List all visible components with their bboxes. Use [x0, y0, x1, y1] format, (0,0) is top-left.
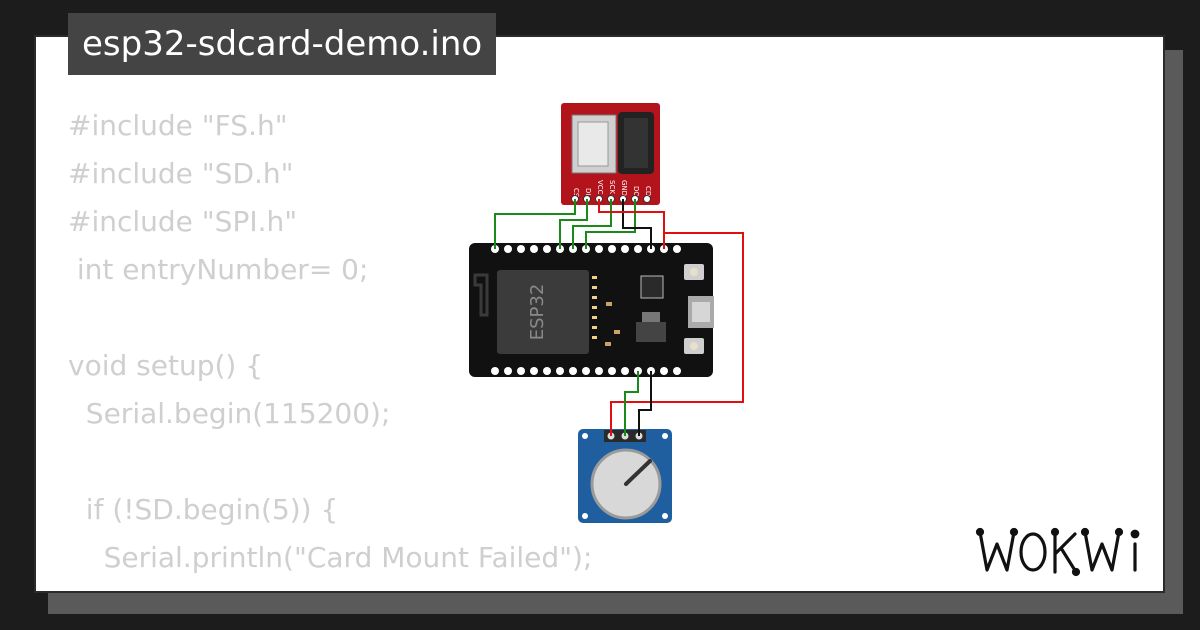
- code-preview: #include "FS.h" #include "SD.h" #include…: [68, 102, 628, 582]
- code-line: Serial.println("Card Mount Failed");: [68, 541, 593, 574]
- code-line: #include "SD.h": [68, 157, 294, 190]
- sd-pin-label: CS: [572, 188, 580, 198]
- code-line: #include "SPI.h": [68, 205, 298, 238]
- sd-pin-labels: CS DI VCC SCK GND DO CD: [572, 180, 652, 198]
- wokwi-logo-icon[interactable]: [975, 522, 1155, 582]
- sd-pin-label: VCC: [596, 180, 604, 195]
- potentiometer-module[interactable]: [578, 429, 672, 523]
- code-line: Serial.begin(115200);: [68, 397, 391, 430]
- wires: [494, 199, 744, 436]
- code-line: if (!SD.begin(5)) {: [68, 493, 339, 526]
- sd-pin-label: CD: [644, 186, 652, 196]
- sd-card-module[interactable]: CS DI VCC SCK GND DO CD: [561, 103, 660, 205]
- sd-pin-label: SCK: [608, 180, 616, 194]
- code-line: #include "FS.h": [68, 109, 288, 142]
- esp32-label: ESP32: [527, 284, 548, 341]
- esp32-board[interactable]: ESP32: [469, 243, 714, 377]
- sd-pin-label: DO: [632, 186, 640, 197]
- sd-pin-label: GND: [620, 180, 628, 196]
- sd-pin-label: DI: [584, 188, 592, 195]
- code-line: int entryNumber= 0;: [68, 253, 369, 286]
- project-title[interactable]: esp32-sdcard-demo.ino: [68, 13, 497, 75]
- circuit-diagram: CS DI VCC SCK GND DO CD: [469, 103, 744, 523]
- code-line: void setup() {: [68, 349, 264, 382]
